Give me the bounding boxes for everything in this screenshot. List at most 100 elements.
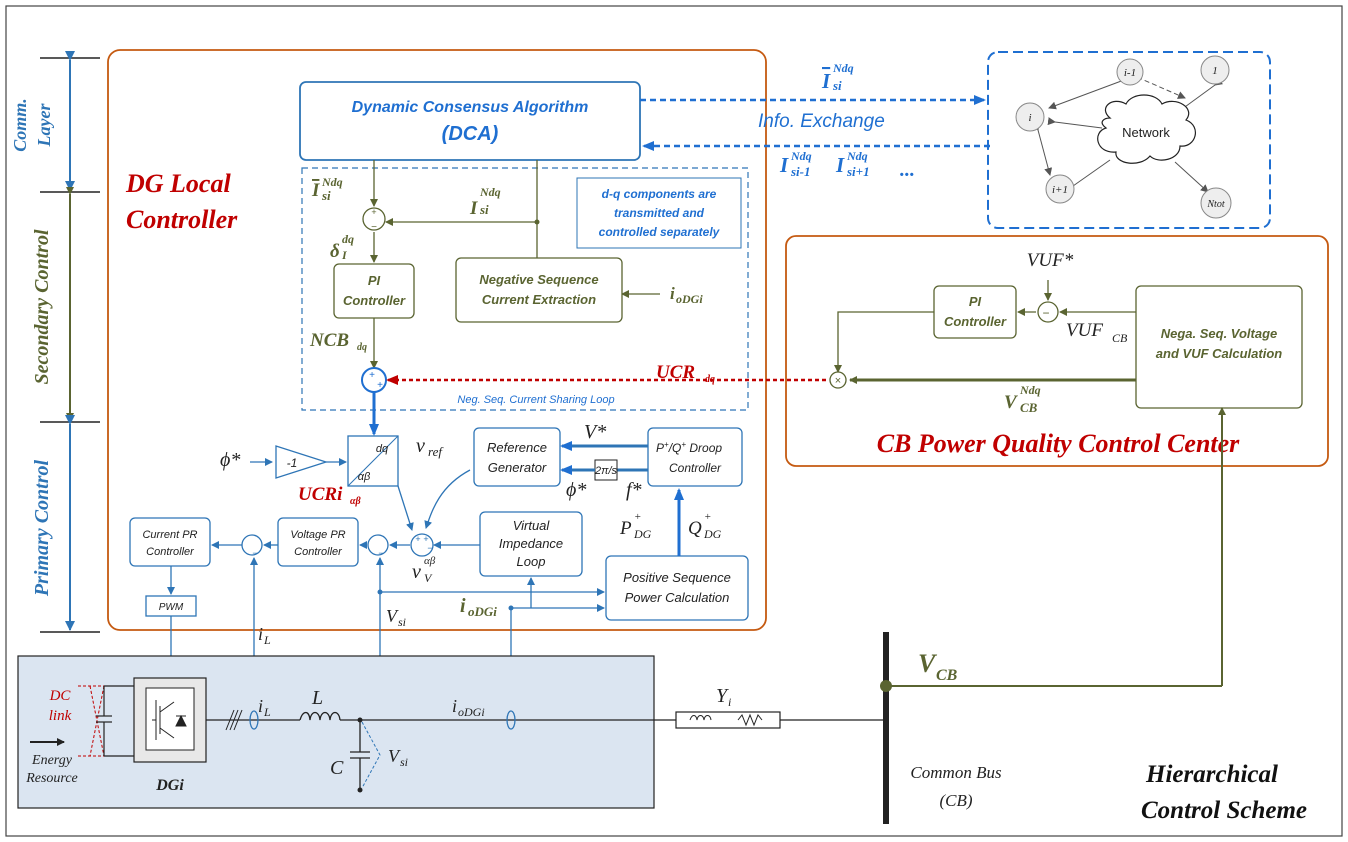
- pos-seq-1: Positive Sequence: [623, 570, 731, 585]
- svg-text:oDGi: oDGi: [676, 292, 703, 306]
- current-sensor-io: [506, 710, 516, 730]
- c-label: C: [330, 757, 344, 779]
- ab-label: αβ: [358, 471, 371, 483]
- svg-text:dq: dq: [357, 342, 367, 353]
- primary-control-label: Primary Control: [31, 459, 53, 597]
- v-star-label: V*: [584, 421, 606, 443]
- cb-center-title: CB Power Quality Control Center: [877, 429, 1240, 458]
- secondary-pi-block: [333, 263, 415, 319]
- svg-text:si: si: [832, 78, 842, 93]
- network-cloud: [1097, 94, 1196, 164]
- svg-text:oDGi: oDGi: [458, 705, 485, 719]
- f-star-label: f*: [626, 479, 642, 501]
- dq-note-3: controlled separately: [599, 225, 721, 239]
- dq-note-box: [576, 177, 742, 249]
- svg-text:CB: CB: [936, 667, 958, 684]
- vuf-star-label: VUF*: [1027, 250, 1074, 271]
- voltage-pr-2: Controller: [294, 546, 343, 558]
- i-odgi-power: i: [452, 696, 457, 716]
- svg-text:i: i: [728, 695, 731, 709]
- common-bus-label-1: Common Bus: [910, 763, 1002, 782]
- p-dg-label: P: [619, 518, 632, 539]
- secondary-pi-1: PI: [368, 273, 381, 288]
- network-label: Network: [1122, 125, 1170, 140]
- negative-sequence-block: [455, 257, 623, 323]
- vuf-calc-1: Nega. Seq. Voltage: [1161, 326, 1278, 341]
- outer-frame: [5, 5, 1343, 837]
- i-l-power: i: [258, 696, 263, 716]
- node-i-minus-1: [1116, 58, 1144, 86]
- multiply-junction: [829, 371, 847, 389]
- v-ref-label: v: [416, 435, 425, 457]
- svg-text:αβ: αβ: [350, 496, 362, 507]
- y-i-label: Y: [716, 685, 729, 707]
- neighbors-ellipsis: ...: [900, 159, 915, 181]
- cb-center-box: [785, 235, 1329, 467]
- ucr-label: UCR: [656, 362, 695, 383]
- svg-text:Ndq: Ndq: [832, 61, 854, 75]
- svg-text:i-1: i-1: [1124, 67, 1136, 79]
- phi-star2-label: ϕ*: [566, 479, 586, 501]
- svg-text:Ndq: Ndq: [479, 185, 501, 199]
- gain-block: [275, 445, 329, 479]
- sum-junction-vref: [410, 533, 434, 557]
- voltage-pr-block: [277, 517, 359, 567]
- three-phase-mark: [225, 709, 243, 731]
- dq-note-1: d-q components are: [602, 187, 717, 201]
- svg-text:V: V: [424, 571, 433, 585]
- v-v-label: v: [412, 561, 421, 583]
- svg-text:+: +: [415, 534, 420, 544]
- svg-text:si: si: [321, 188, 331, 203]
- comm-layer-label-2: Layer: [34, 103, 54, 148]
- svg-text:1: 1: [1212, 65, 1218, 77]
- capacitor-c: [350, 720, 370, 790]
- pos-seq-2: Power Calculation: [625, 590, 730, 605]
- scheme-title-1: Hierarchical: [1145, 761, 1278, 788]
- energy-2: Resource: [25, 771, 78, 786]
- phi-star-label: ϕ*: [220, 449, 240, 471]
- virtual-1: Virtual: [513, 518, 551, 533]
- scheme-title-2: Control Scheme: [1141, 797, 1307, 824]
- svg-text:i: i: [1028, 112, 1031, 124]
- svg-text:si: si: [400, 755, 408, 769]
- svg-text:DG: DG: [633, 527, 652, 541]
- svg-text:−: −: [378, 548, 383, 558]
- svg-text:L: L: [263, 705, 271, 719]
- svg-text:oDGi: oDGi: [468, 604, 497, 619]
- current-pr-2: Controller: [146, 546, 195, 558]
- svg-text:i+1: i+1: [1052, 184, 1068, 196]
- dca-block: [299, 81, 641, 161]
- vuf-cb-label: VUF: [1066, 320, 1103, 341]
- reference-generator-block: [473, 427, 561, 487]
- dgi-label: DGi: [155, 777, 184, 794]
- pwm-label: PWM: [159, 602, 184, 613]
- svg-text:αβ: αβ: [424, 555, 436, 567]
- secondary-control-label: Secondary Control: [31, 229, 53, 384]
- dca-title: Dynamic Consensus Algorithm: [352, 99, 589, 116]
- svg-text:I: I: [341, 248, 348, 262]
- network-box: [987, 51, 1271, 229]
- energy-1: Energy: [31, 753, 73, 768]
- svg-text:+: +: [369, 370, 375, 381]
- svg-text:dq: dq: [342, 232, 354, 246]
- node-i: [1015, 102, 1045, 132]
- dg-local-controller-box: [107, 49, 767, 631]
- svg-text:+: +: [634, 511, 641, 523]
- droop-2: Controller: [669, 461, 722, 475]
- ref-gen-2: Generator: [488, 460, 547, 475]
- droop-controller-block: [647, 427, 743, 487]
- neg-seq-1: Negative Sequence: [479, 272, 598, 287]
- dq-note-2: transmitted and: [614, 206, 705, 220]
- inductor-l: [299, 711, 341, 721]
- i-bar-label: I: [311, 180, 320, 201]
- svg-text:+: +: [704, 511, 711, 523]
- v-cb-ndq-label: V: [1004, 392, 1018, 413]
- svg-text:Ndq: Ndq: [1019, 383, 1041, 397]
- l-label: L: [311, 687, 323, 709]
- sum-junction-secondary: [362, 207, 386, 231]
- ucri-label: UCRi: [298, 484, 343, 505]
- common-bus-label-2: (CB): [939, 791, 972, 810]
- node-1: [1200, 55, 1230, 85]
- virtual-2: Impedance: [499, 536, 563, 551]
- virtual-impedance-block: [479, 511, 583, 577]
